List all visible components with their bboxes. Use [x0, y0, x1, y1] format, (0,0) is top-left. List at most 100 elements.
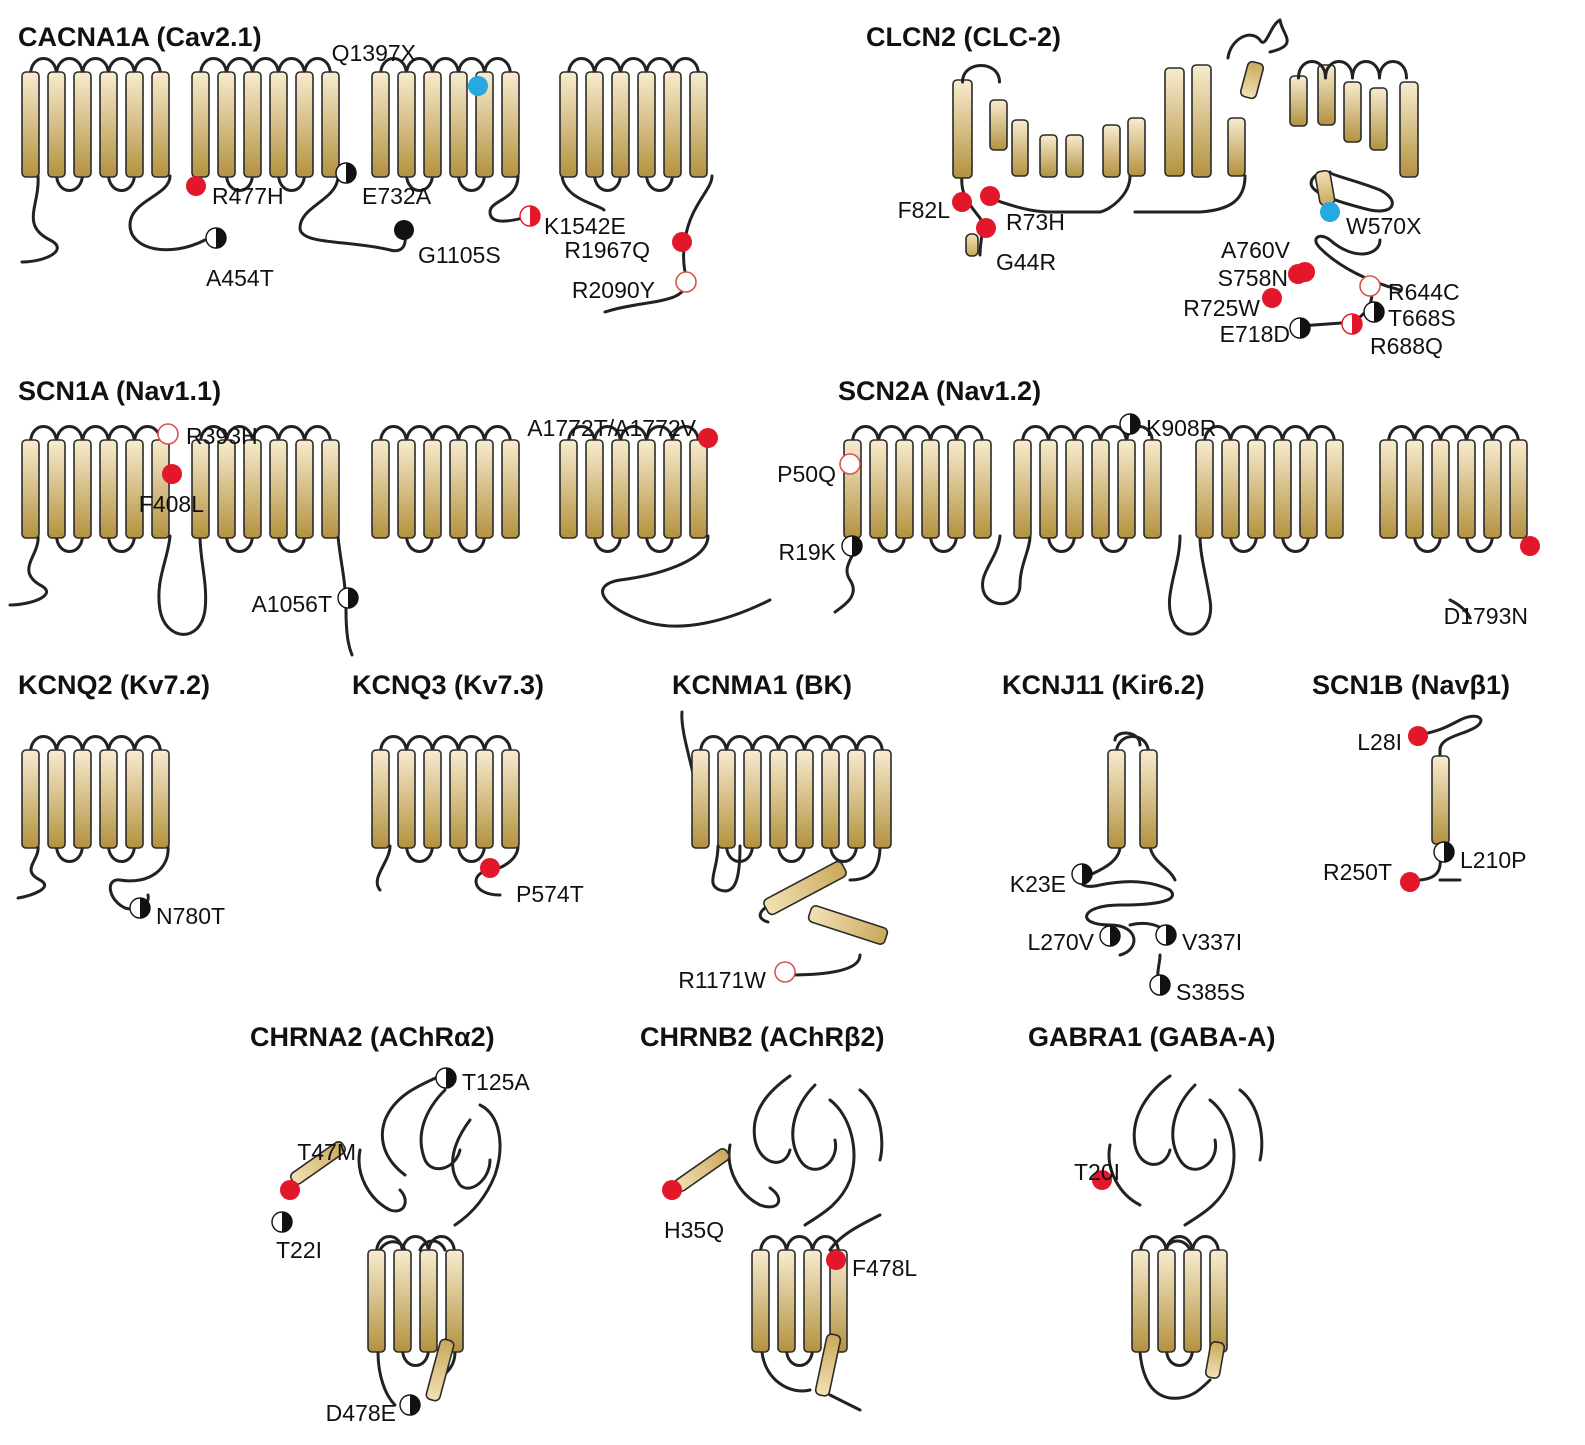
mutation-label-clcn2-8: T668S [1388, 305, 1456, 331]
intracellular-loop [1413, 533, 1494, 553]
tm-helix [217, 71, 236, 178]
mutation-label-clcn2-1: R73H [1006, 209, 1065, 235]
panel-title-cacna1a: CACNA1A (Cav2.1) [18, 22, 262, 52]
mutation-label-kcnj11-2: V337I [1182, 929, 1242, 955]
tm-helix [689, 71, 708, 178]
extracellular-loop [1021, 425, 1154, 445]
mutation-dot-cacna1a-4 [394, 220, 414, 240]
intracellular-loop [405, 843, 486, 863]
mutation-label-scn1b-0: L28I [1357, 729, 1402, 755]
mutation-dot-scn1a-2 [698, 428, 718, 448]
mutation-dot-scn2a-3 [1520, 536, 1540, 556]
extracellular-loop [1115, 735, 1150, 755]
mutation-dot-kcnq2-0 [129, 897, 151, 919]
tm-helix [1065, 134, 1084, 178]
panel-title-clcn2: CLCN2 (CLC-2) [866, 22, 1061, 52]
extracellular-loop [375, 1235, 456, 1255]
mutation-label-cacna1a-5: K1542E [544, 213, 626, 239]
mutation-label-cacna1a-0: Q1397X [332, 40, 416, 66]
mutation-label-chrna2-1: T47M [297, 1139, 356, 1165]
tilted-helix [1239, 60, 1265, 100]
tm-helix [449, 749, 468, 849]
tm-helix [663, 71, 682, 178]
tm-helix [873, 749, 892, 849]
tm-helix [717, 749, 736, 849]
tm-helix [151, 71, 170, 178]
tm-helix [1227, 117, 1246, 177]
panel-title-scn1b: SCN1B (Navβ1) [1312, 670, 1510, 700]
tm-helix [1379, 439, 1398, 539]
mutation-label-kcnj11-3: S385S [1176, 979, 1245, 1005]
tm-helix [1317, 64, 1336, 126]
tm-helix [689, 439, 708, 539]
mutation-dot-clcn2-7 [1262, 288, 1282, 308]
mutation-label-scn1a-1: F408L [139, 491, 204, 517]
tm-helix [217, 439, 236, 539]
intracellular-loop [225, 533, 306, 553]
mutation-dot-clcn2-9 [1289, 317, 1311, 339]
tm-helix [637, 71, 656, 178]
tm-helix [423, 439, 442, 539]
tm-helix [99, 71, 118, 178]
intracellular-loop [401, 1347, 430, 1367]
tm-helix [1143, 439, 1162, 539]
m4-helix [814, 1333, 842, 1397]
mutation-label-cacna1a-3: A454T [206, 265, 274, 291]
panel-title-scn1a: SCN1A (Nav1.1) [18, 376, 221, 406]
intracellular-loop [1229, 533, 1310, 553]
rck-helix [807, 905, 889, 945]
m4-helix [1204, 1341, 1226, 1379]
tm-helix [585, 71, 604, 178]
mutation-label-chrna2-3: D478E [326, 1400, 396, 1426]
tm-helix [151, 439, 170, 539]
tm-helix [501, 749, 520, 849]
tm-helix [1091, 439, 1110, 539]
mutation-dot-gabra1-0 [1092, 1170, 1112, 1190]
tm-helix [73, 71, 92, 178]
extracellular-loop [379, 735, 512, 755]
tm-helix [1405, 439, 1424, 539]
mutation-label-cacna1a-4: G1105S [418, 242, 501, 268]
panel-title-kcnq3: KCNQ3 (Kv7.3) [352, 670, 544, 700]
extracellular-loop [759, 1235, 840, 1255]
mutation-label-gabra1-0: T20I [1074, 1159, 1120, 1185]
tm-helix [243, 439, 262, 539]
extracellular-loop [199, 425, 332, 445]
tm-helix [989, 99, 1008, 151]
mutation-label-scn1a-3: A1056T [251, 591, 332, 617]
tm-helix [125, 439, 144, 539]
mutation-dot-cacna1a-7 [675, 271, 697, 293]
mutation-dot-clcn2-10 [1341, 313, 1363, 335]
tm-helix [295, 71, 314, 178]
mutation-label-scn2a-0: K908R [1146, 415, 1216, 441]
panel-title-kcnq2: KCNQ2 (Kv7.2) [18, 670, 210, 700]
tm-helix [47, 749, 66, 849]
panel-title-scn2a: SCN2A (Nav1.2) [838, 376, 1041, 406]
extracellular-loop [961, 64, 1001, 84]
mutation-dot-clcn2-3 [1320, 202, 1340, 222]
mutation-label-clcn2-7: R725W [1183, 295, 1260, 321]
tm-helix [1131, 1249, 1150, 1353]
mutation-label-chrna2-2: T22I [276, 1237, 322, 1263]
extracellular-loop [1139, 1235, 1220, 1255]
tm-helix [769, 749, 788, 849]
tm-helix [795, 749, 814, 849]
tm-helix [371, 749, 390, 849]
tm-helix [269, 71, 288, 178]
panel-title-gabra1: GABRA1 (GABA-A) [1028, 1022, 1275, 1052]
tm-helix [73, 439, 92, 539]
tm-helix [1065, 439, 1084, 539]
tm-helix [393, 1249, 412, 1353]
mutation-dot-cacna1a-2 [335, 162, 357, 184]
panel-title-chrnb2: CHRNB2 (AChRβ2) [640, 1022, 884, 1052]
tm-helix [973, 439, 992, 539]
tm-helix [1195, 439, 1214, 539]
mutation-dot-clcn2-1 [980, 186, 1000, 206]
mutation-dot-cacna1a-5 [519, 205, 541, 227]
tm-helix [151, 749, 170, 849]
mutation-label-chrna2-0: T125A [462, 1069, 530, 1095]
tm-helix [869, 439, 888, 539]
tm-helix [397, 439, 416, 539]
mutation-dot-scn1a-0 [157, 423, 179, 445]
